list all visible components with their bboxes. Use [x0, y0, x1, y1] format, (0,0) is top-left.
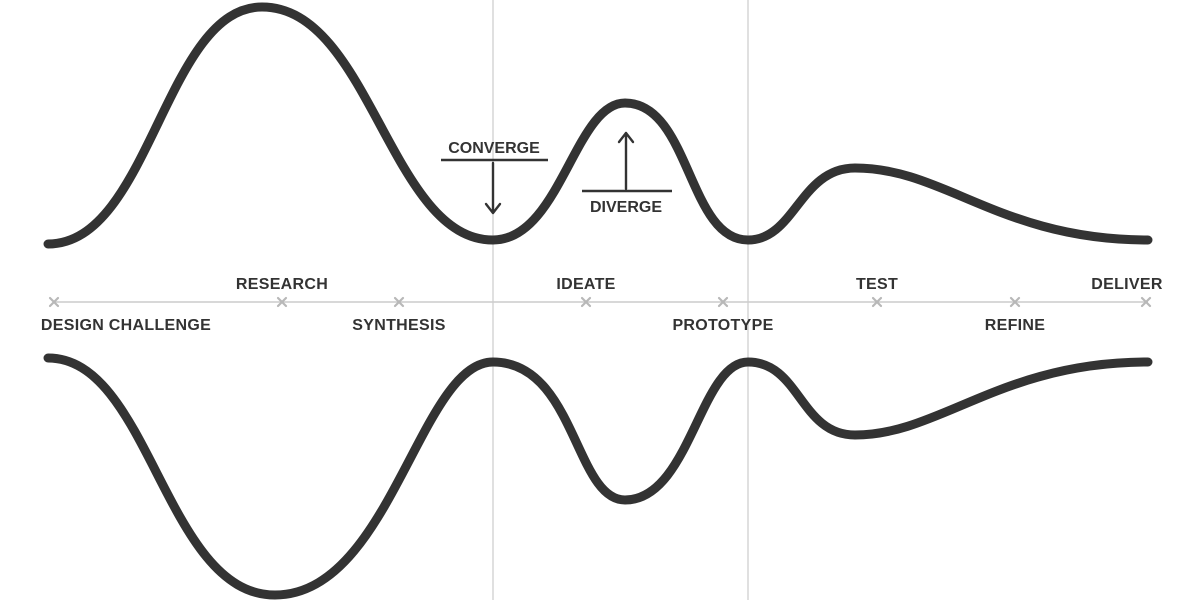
timeline-marker-design-challenge: [48, 296, 60, 308]
arrow-up-icon: [617, 131, 635, 191]
timeline-marker-deliver: [1140, 296, 1152, 308]
stage-label-research: RESEARCH: [236, 276, 328, 293]
bottom-wave: [43, 353, 1153, 600]
diverge-annotation: DIVERGE: [582, 131, 672, 216]
stage-label-refine: REFINE: [985, 317, 1046, 334]
stage-label-prototype: PROTOTYPE: [672, 317, 773, 334]
timeline-marker-ideate: [580, 296, 592, 308]
stage-label-deliver: DELIVER: [1091, 276, 1163, 293]
top-wave: [43, 2, 1153, 249]
timeline-marker-research: [276, 296, 288, 308]
stage-label-design-challenge: DESIGN CHALLENGE: [41, 317, 211, 334]
arrow-down-icon: [484, 161, 502, 215]
stage-label-test: TEST: [856, 276, 898, 293]
diverge-label: DIVERGE: [590, 199, 662, 216]
timeline-marker-synthesis: [393, 296, 405, 308]
converge-label: CONVERGE: [448, 140, 540, 157]
stage-label-synthesis: SYNTHESIS: [352, 317, 445, 334]
stage-label-ideate: IDEATE: [556, 276, 615, 293]
converge-annotation: CONVERGE: [441, 140, 548, 215]
timeline-marker-refine: [1009, 296, 1021, 308]
timeline-marker-test: [871, 296, 883, 308]
timeline-marker-prototype: [717, 296, 729, 308]
